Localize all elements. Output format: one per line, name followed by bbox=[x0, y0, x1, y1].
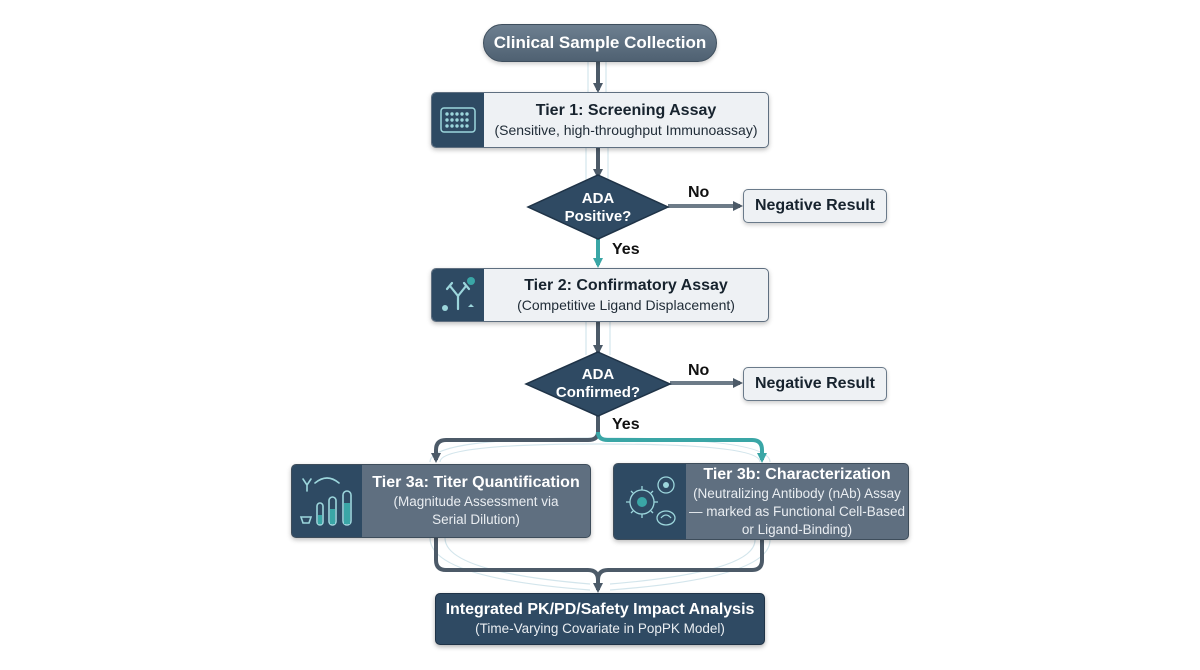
tier3a-title: Tier 3a: Titer Quantification bbox=[372, 474, 580, 491]
decision2-line2: Confirmed? bbox=[555, 384, 641, 401]
serial-dilution-tubes-icon bbox=[292, 465, 362, 537]
tier2-box: Tier 2: Confirmatory Assay (Competitive … bbox=[431, 268, 769, 322]
tier3b-subtitle-line2: — marked as Functional Cell-Based bbox=[688, 503, 906, 519]
decision1-line2: Positive? bbox=[564, 208, 632, 225]
tier2-subtitle: (Competitive Ligand Displacement) bbox=[517, 297, 735, 313]
negative-result-2: Negative Result bbox=[743, 367, 887, 401]
tier3b-subtitle-line3: or Ligand-Binding) bbox=[741, 521, 853, 537]
tier3a-subtitle-line2: Serial Dilution) bbox=[432, 512, 520, 527]
tier3a-box: Tier 3a: Titer Quantification (Magnitude… bbox=[291, 464, 591, 538]
negative-result-1-label: Negative Result bbox=[754, 197, 876, 214]
tier1-subtitle: (Sensitive, high-throughput Immunoassay) bbox=[494, 122, 758, 138]
antibody-icon bbox=[432, 269, 484, 321]
tier3b-title: Tier 3b: Characterization bbox=[703, 465, 891, 483]
decision1-diamond bbox=[526, 174, 670, 240]
decision1-yes-label: Yes bbox=[612, 241, 640, 258]
tier3b-subtitle-line1: (Neutralizing Antibody (nAb) Assay bbox=[693, 485, 901, 501]
negative-result-1: Negative Result bbox=[743, 189, 887, 223]
decision2-yes-label: Yes bbox=[612, 416, 640, 433]
decision2-line1: ADA bbox=[581, 366, 615, 383]
decision2-diamond bbox=[524, 351, 672, 417]
decision1-text: ADA Positive? bbox=[548, 190, 648, 226]
negative-result-2-label: Negative Result bbox=[754, 375, 876, 392]
tier2-title: Tier 2: Confirmatory Assay bbox=[524, 277, 728, 294]
decision2-no-label: No bbox=[688, 362, 710, 379]
arrow-to-tier3b bbox=[596, 431, 767, 463]
decision1-line1: ADA bbox=[581, 190, 615, 207]
start-node: Clinical Sample Collection bbox=[483, 24, 717, 62]
tier3a-subtitle-line1: (Magnitude Assessment via bbox=[393, 494, 559, 509]
cells-icon bbox=[614, 464, 686, 539]
arrow-to-tier3a bbox=[431, 416, 600, 463]
final-analysis-box: Integrated PK/PD/Safety Impact Analysis … bbox=[435, 593, 765, 645]
tier3b-box: Tier 3b: Characterization (Neutralizing … bbox=[613, 463, 909, 540]
tier1-box: Tier 1: Screening Assay (Sensitive, high… bbox=[431, 92, 769, 148]
arrow-tier3b-to-final bbox=[596, 540, 764, 581]
tier1-title: Tier 1: Screening Assay bbox=[535, 102, 717, 119]
final-subtitle: (Time-Varying Covariate in PopPK Model) bbox=[475, 621, 725, 636]
final-title: Integrated PK/PD/Safety Impact Analysis bbox=[445, 601, 755, 618]
decision1-no-label: No bbox=[688, 184, 710, 201]
decision2-text: ADA Confirmed? bbox=[548, 366, 648, 402]
microplate-icon bbox=[432, 93, 484, 147]
start-label: Clinical Sample Collection bbox=[493, 33, 707, 52]
